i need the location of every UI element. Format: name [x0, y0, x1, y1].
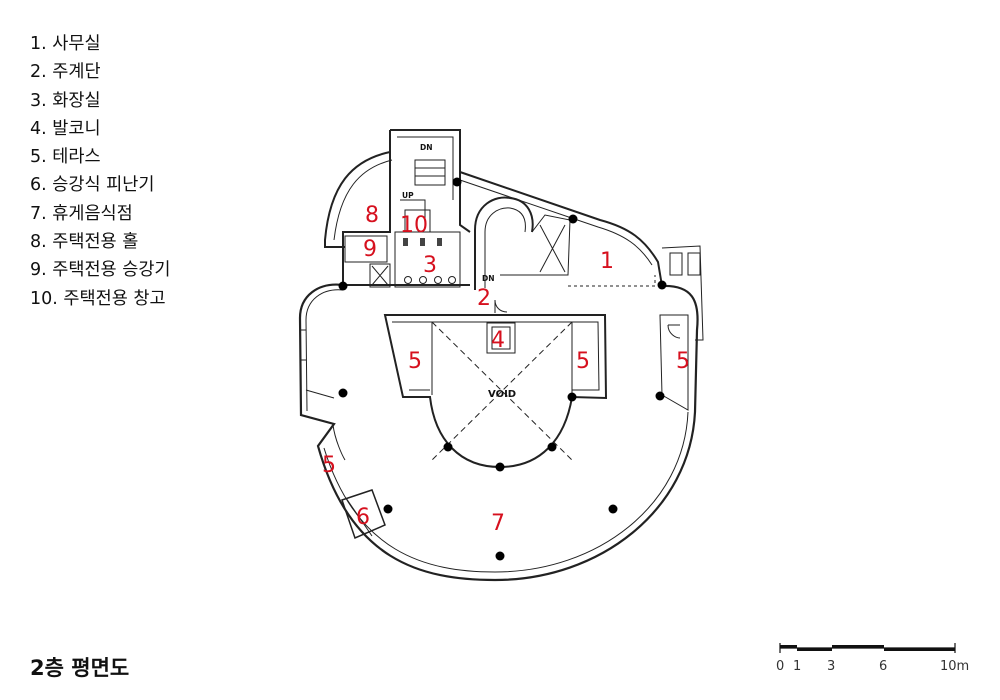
scale-tick: 1	[793, 659, 801, 674]
legend-item: 1. 사무실	[30, 34, 101, 54]
room-hall: 8	[365, 203, 379, 228]
stair-office-walls	[459, 171, 704, 341]
legend-item: 5. 테라스	[30, 147, 101, 168]
legend-list: 1. 사무실 2. 주계단 3. 화장실 4. 발코니 5. 테라스 6. 승강…	[30, 30, 171, 313]
room-main-stair: 2	[477, 286, 491, 311]
legend-item: 7. 휴게음식점	[30, 203, 133, 224]
legend-item: 3. 화장실	[30, 90, 101, 111]
room-terrace: 5	[322, 453, 336, 478]
legend-item: 4. 발코니	[30, 118, 101, 139]
up-label: UP	[402, 191, 414, 200]
outer-wall	[298, 283, 699, 582]
core-walls	[342, 129, 471, 288]
room-terrace: 5	[576, 349, 590, 374]
legend-item: 8. 주택전용 홀	[30, 232, 139, 253]
scale-tick: 6	[879, 659, 887, 674]
scale-tick: 10m	[940, 659, 969, 674]
legend-item: 2. 주계단	[30, 62, 101, 83]
legend-item: 10. 주택전용 창고	[30, 288, 166, 309]
dn-label-stair: DN	[482, 274, 495, 283]
scale-bar: 0 1 3 6 10m	[776, 643, 969, 674]
room-toilet: 3	[423, 253, 437, 278]
room-office: 1	[600, 249, 614, 274]
legend-item: 6. 승강식 피난기	[30, 175, 155, 196]
scale-tick: 3	[827, 659, 835, 674]
void-frame	[383, 299, 689, 469]
room-balcony: 4	[491, 328, 505, 353]
room-storage: 10	[400, 213, 428, 238]
room-terrace: 5	[408, 349, 422, 374]
room-cafe: 7	[491, 511, 505, 536]
room-terrace: 5	[676, 349, 690, 374]
legend-item: 9. 주택전용 승강기	[30, 260, 171, 281]
plan-title: 2층 평면도	[30, 656, 130, 680]
room-evac-lift: 6	[356, 505, 370, 530]
scale-tick: 0	[776, 659, 784, 674]
room-elevator: 9	[363, 237, 377, 262]
columns	[338, 177, 667, 561]
void-label: VOID	[488, 389, 516, 400]
dn-label-top: DN	[420, 143, 433, 152]
